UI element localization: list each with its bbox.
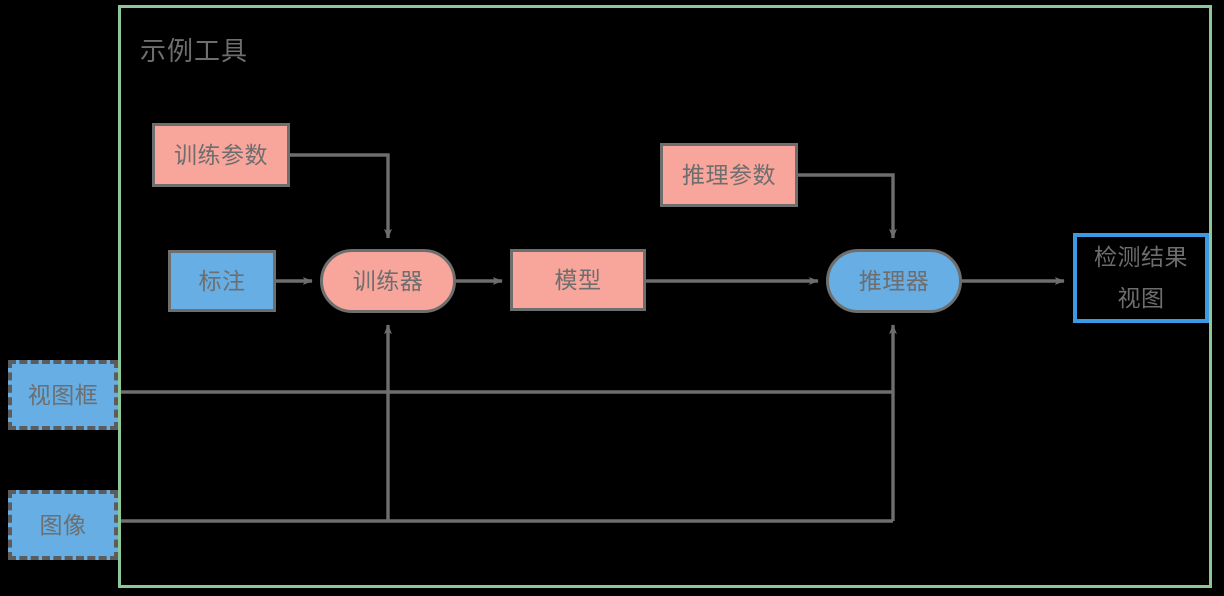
node-model[interactable]: 模型 — [510, 249, 646, 311]
group-title: 示例工具 — [140, 36, 249, 66]
node-label: 推理器 — [858, 267, 930, 294]
node-detection-result-view[interactable]: 检测结果 视图 — [1073, 233, 1209, 323]
node-image[interactable]: 图像 — [8, 490, 118, 560]
node-trainer[interactable]: 训练器 — [320, 249, 456, 313]
node-inference-parameters[interactable]: 推理参数 — [660, 143, 798, 207]
node-label: 模型 — [554, 266, 602, 293]
node-label-line1: 检测结果 — [1094, 244, 1188, 271]
group-container-example-tool[interactable] — [118, 5, 1212, 588]
node-label: 标注 — [198, 267, 246, 294]
node-label: 训练器 — [352, 267, 424, 294]
node-label: 训练参数 — [174, 141, 268, 168]
node-training-parameters[interactable]: 训练参数 — [152, 123, 290, 187]
node-annotation[interactable]: 标注 — [168, 250, 276, 312]
node-view-frame[interactable]: 视图框 — [8, 360, 118, 430]
node-label: 图像 — [39, 511, 87, 538]
node-label: 推理参数 — [682, 161, 776, 188]
node-label-line2: 视图 — [1117, 285, 1165, 311]
node-inferencer[interactable]: 推理器 — [826, 249, 962, 313]
node-label: 视图框 — [27, 381, 99, 408]
